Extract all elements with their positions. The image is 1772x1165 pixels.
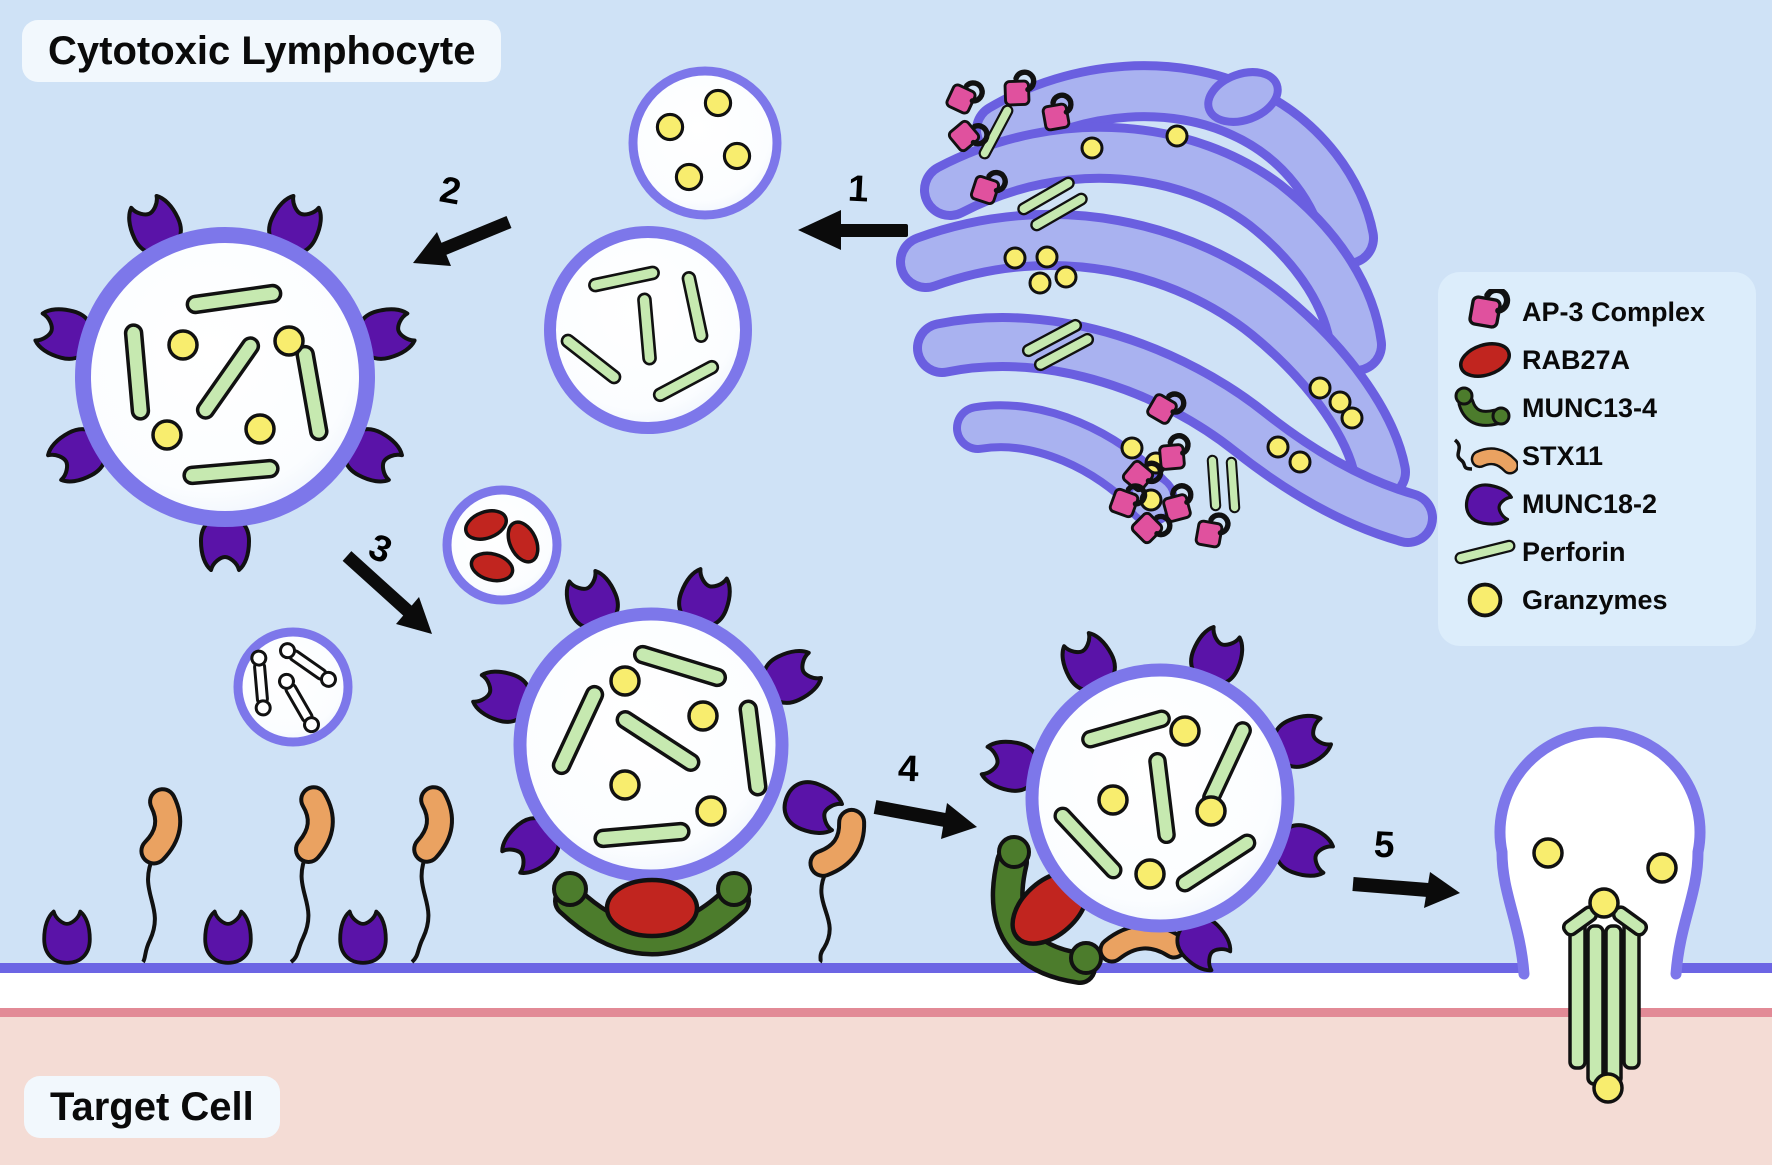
docking-complex-rab27a-munc13-4 (552, 871, 752, 957)
munc13-4-icon (1448, 385, 1522, 431)
arrow-step-4 (873, 800, 977, 839)
primed-granule (977, 621, 1339, 985)
legend-label: AP-3 Complex (1522, 296, 1706, 327)
legend-item-ap3-complex: AP-3 Complex (1448, 288, 1756, 336)
legend-label: STX11 (1522, 440, 1604, 471)
arrow-step-3 (342, 551, 432, 634)
membrane-munc18-2-stx11 (42, 800, 442, 965)
legend-item-granzymes: Granzymes (1448, 576, 1756, 624)
arrow-step-1 (798, 210, 908, 250)
legend-label: MUNC18-2 (1522, 488, 1658, 519)
legend: AP-3 Complex RAB27A MUNC13-4 STX11 (1438, 272, 1756, 646)
arrow-step-5 (1352, 872, 1460, 908)
fused-granule (1494, 726, 1706, 1104)
lymphocyte-membrane (0, 963, 1772, 973)
step-4-number: 4 (897, 747, 920, 790)
legend-label: Granzymes (1522, 584, 1668, 615)
legend-label: Perforin (1522, 536, 1626, 567)
cytotoxic-lymphocyte-label: Cytotoxic Lymphocyte (22, 20, 502, 82)
munc18-2-icon (1448, 481, 1522, 527)
rab27a-vesicle (442, 485, 562, 605)
legend-item-munc13-4: MUNC13-4 (1448, 384, 1756, 432)
perforin-icon (1448, 529, 1522, 575)
legend-item-stx11: STX11 (1448, 432, 1756, 480)
legend-item-rab27a: RAB27A (1448, 336, 1756, 384)
perforin-vesicle (544, 226, 752, 434)
fusion-complex (990, 835, 1239, 985)
stx11-tail (818, 871, 832, 964)
granzyme-delivered (1592, 1072, 1624, 1104)
golgi-vesicle-oval (1204, 68, 1282, 126)
docked-granule (468, 563, 859, 964)
target-cell-label: Target Cell (24, 1076, 280, 1138)
granzyme-entering-pore (1588, 887, 1620, 919)
target-cell-cytoplasm (0, 1017, 1772, 1165)
legend-label: RAB27A (1522, 344, 1631, 375)
stx11-icon (1448, 433, 1522, 479)
ap3-icon (1448, 289, 1522, 335)
perforin-pore (1561, 905, 1649, 1086)
synaptic-cleft (0, 973, 1772, 1008)
mature-granule (30, 189, 420, 572)
arrow-step-2 (413, 215, 512, 266)
fusion-pore-omega (1494, 726, 1706, 980)
snare-vesicle (233, 627, 353, 747)
legend-item-perforin: Perforin (1448, 528, 1756, 576)
granzyme-vesicle (628, 66, 782, 220)
rab27a-icon (1448, 337, 1522, 383)
step-5-number: 5 (1372, 823, 1396, 866)
legend-item-munc18-2: MUNC18-2 (1448, 480, 1756, 528)
golgi-apparatus (896, 61, 1437, 550)
granzymes-icon (1448, 577, 1522, 623)
legend-label: MUNC13-4 (1522, 392, 1658, 423)
target-cell-membrane (0, 1008, 1772, 1017)
step-1-number: 1 (846, 167, 870, 210)
